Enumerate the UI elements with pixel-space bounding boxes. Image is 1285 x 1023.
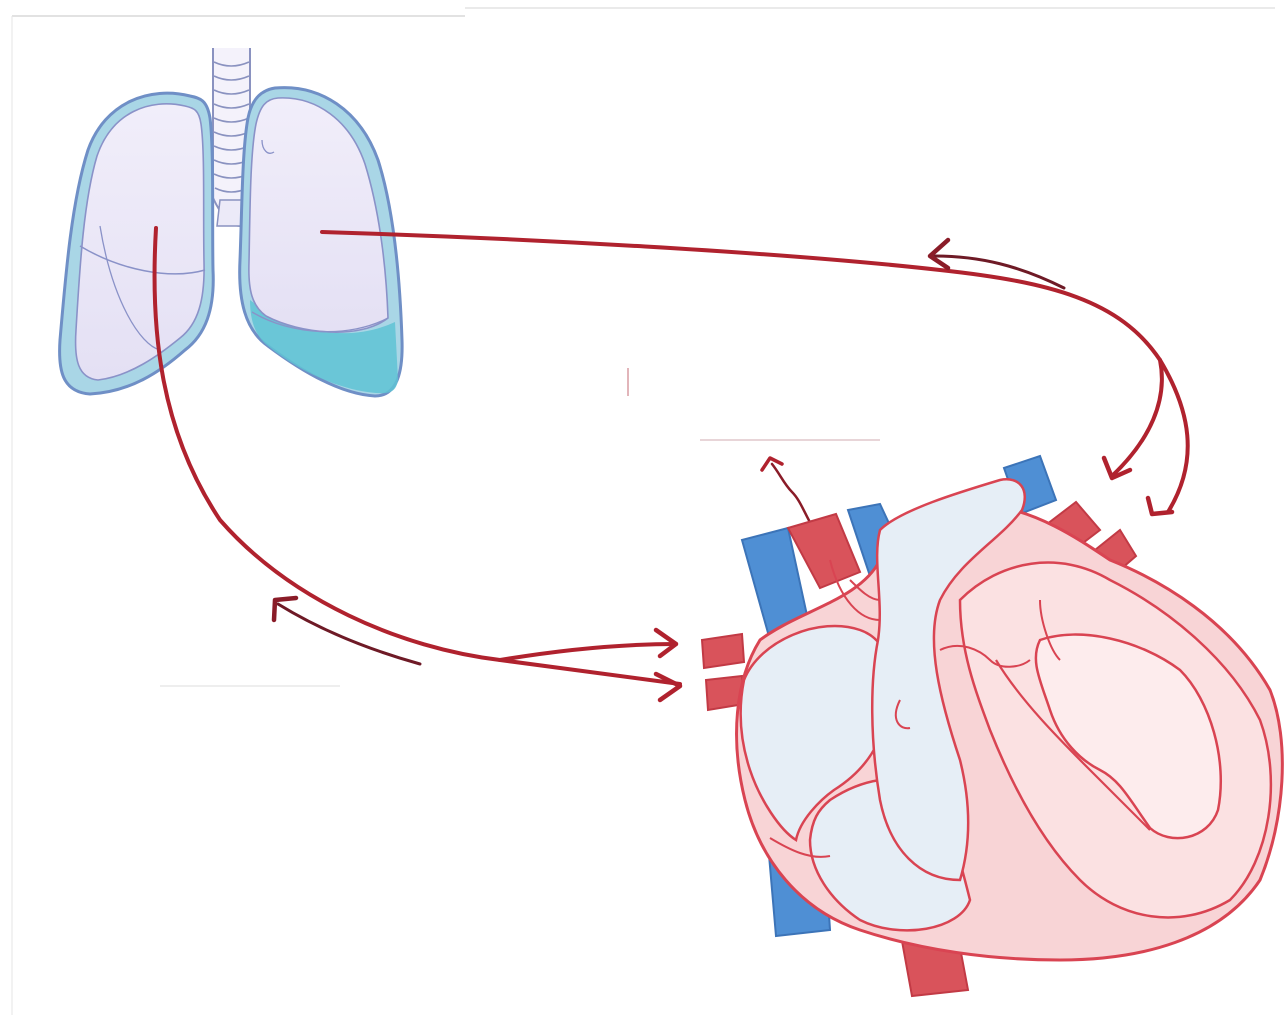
arrowhead-4 <box>656 674 680 700</box>
lungs-icon <box>60 48 403 396</box>
pulmonary-vein-arrow <box>322 232 1188 512</box>
direction-arrow-bottom <box>278 604 420 664</box>
pulmonary-artery-arrow <box>154 228 680 684</box>
arrowhead-2 <box>1148 498 1172 514</box>
squiggle-arrow <box>772 464 812 526</box>
pulmonary-vein-right <box>702 634 744 668</box>
lung-right-inner <box>249 98 388 332</box>
heart-icon <box>702 456 1282 996</box>
